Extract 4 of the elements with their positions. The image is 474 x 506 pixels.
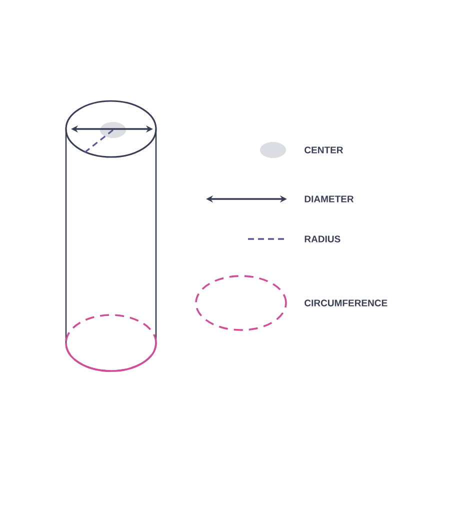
legend-label: CIRCUMFERENCE <box>304 300 388 306</box>
legend-label: DIAMETER <box>304 196 354 202</box>
legend-label: CENTER <box>304 146 344 154</box>
legend-label: RADIUS <box>304 236 340 242</box>
